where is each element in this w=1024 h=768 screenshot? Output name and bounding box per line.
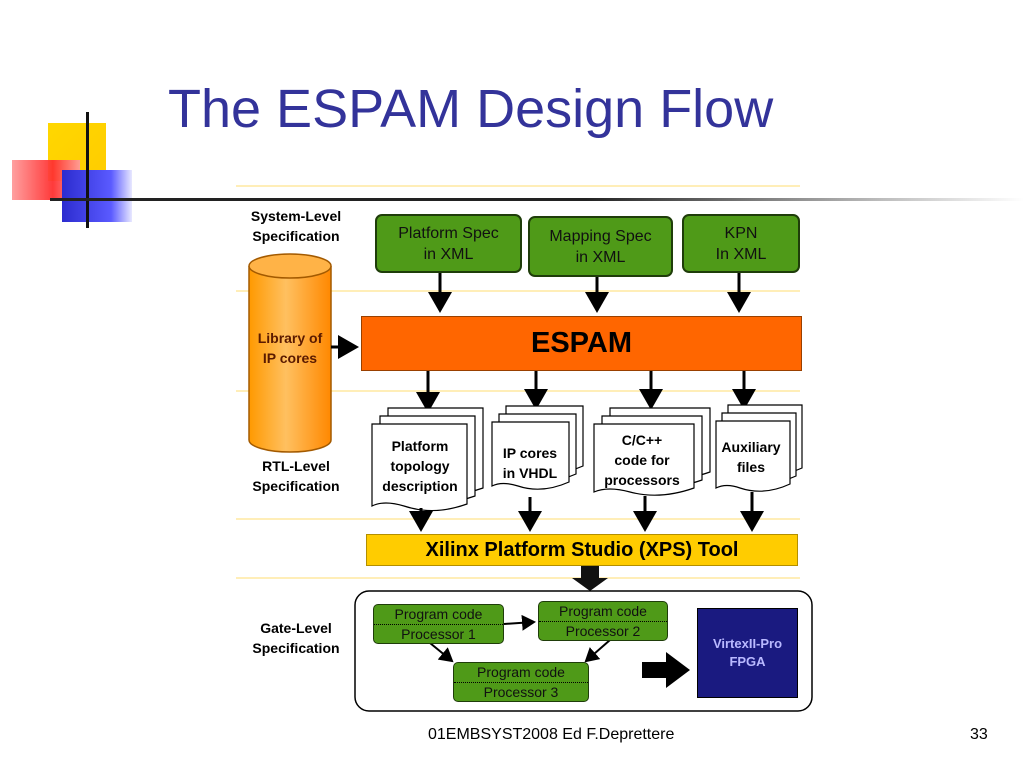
page-title: The ESPAM Design Flow (168, 79, 774, 139)
page-number: 33 (970, 726, 988, 743)
xps-tool-box: Xilinx Platform Studio (XPS) Tool (366, 534, 798, 566)
espam-box: ESPAM (361, 316, 802, 371)
library-cylinder (248, 253, 332, 453)
deco-horizontal-line (50, 198, 1024, 201)
doc-stack-code (593, 407, 711, 496)
deco-blue-square (62, 170, 132, 222)
footer-text: 01EMBSYST2008 Ed F.Deprettere (428, 726, 675, 743)
deco-vertical-line (86, 112, 89, 228)
doc-stack-ipcores (491, 405, 584, 490)
doc-stack-aux (715, 404, 803, 492)
doc-stack-platform (371, 407, 484, 512)
